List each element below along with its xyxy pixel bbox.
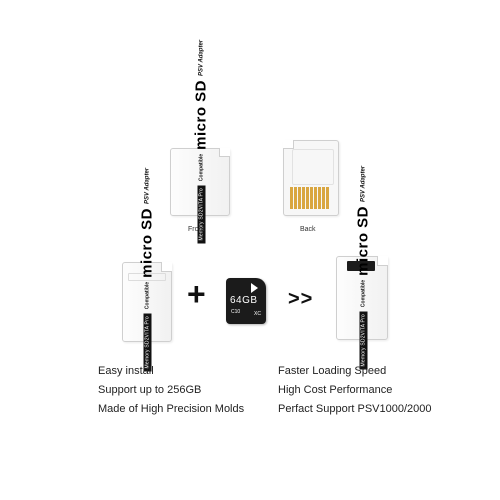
adapter-empty: Memory SD2VITA Pro Compatible micro SD P…	[122, 168, 172, 372]
adapter-front-view: Memory SD2VITA Pro Compatible micro SD P…	[170, 40, 230, 244]
adapter-notch	[161, 262, 172, 272]
compatible-label: Compatible	[360, 279, 366, 308]
feature-item: Made of High Precision Molds	[98, 403, 245, 415]
adapter-label: PSV Adapter	[198, 39, 204, 76]
product-tag: Memory SD2VITA Pro	[197, 185, 205, 244]
adapter-label: PSV Adapter	[360, 165, 366, 202]
adapter-notch	[219, 148, 230, 157]
arrow-sign: >>	[288, 288, 314, 310]
feature-item: Easy install	[98, 365, 154, 377]
compatible-label: Compatible	[144, 281, 150, 310]
adapter-label: PSV Adapter	[144, 167, 150, 204]
features-left: Easy install Support up to 256GB Made of…	[98, 362, 244, 419]
feature-item: High Cost Performance	[278, 384, 393, 396]
feature-item: Support up to 256GB	[98, 384, 202, 396]
card-capacity: 64GB	[230, 295, 258, 306]
back-label: Back	[300, 226, 316, 233]
feature-item: Faster Loading Speed	[278, 365, 387, 377]
adapter-notch	[283, 140, 294, 149]
feature-item: Perfact Support PSV1000/2000	[278, 403, 432, 415]
front-label: Front	[188, 226, 205, 233]
micro-sd-card: 64GB C10 XC	[226, 278, 266, 324]
brand-label: micro SD	[354, 205, 372, 276]
adapter-back-view	[283, 140, 339, 216]
features-right: Faster Loading Speed High Cost Performan…	[278, 362, 432, 419]
gold-contacts	[290, 187, 329, 209]
adapter-with-card: Memory SD2VITA Pro Compatible micro SD P…	[336, 166, 388, 370]
card-standard: XC	[254, 311, 261, 317]
compatible-label: Compatible	[198, 153, 204, 182]
back-recess	[292, 149, 334, 185]
brand-label: micro SD	[138, 207, 156, 278]
card-slot	[128, 273, 166, 281]
plus-sign: +	[187, 276, 206, 312]
play-triangle-icon	[251, 283, 258, 293]
brand-label: micro SD	[192, 79, 210, 150]
card-class: C10	[231, 309, 241, 315]
inserted-card	[347, 261, 375, 271]
product-tag: Memory SD2VITA Pro	[359, 311, 367, 370]
adapter-notch	[377, 256, 388, 266]
